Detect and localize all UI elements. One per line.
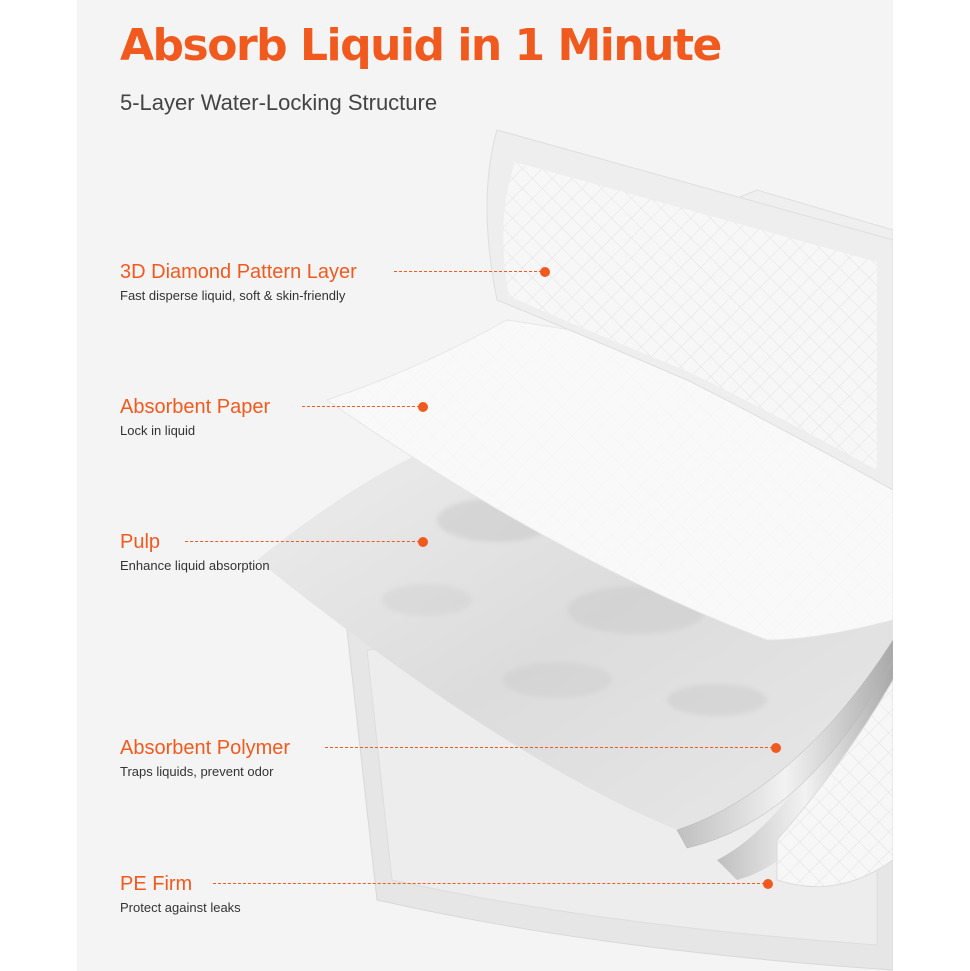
callout-absorbent-paper: Absorbent Paper Lock in liquid [120, 395, 270, 439]
page-subtitle: 5-Layer Water-Locking Structure [120, 90, 438, 115]
layer-description: Protect against leaks [120, 900, 241, 915]
marker-dot [540, 267, 550, 277]
layer-name: Absorbent Paper [120, 396, 271, 418]
layer-description: Fast disperse liquid, soft & skin-friend… [120, 288, 346, 303]
layer-name: Absorbent Polymer [120, 737, 291, 759]
layer-description: Enhance liquid absorption [120, 558, 270, 573]
leader-line [325, 747, 773, 748]
page-title: Absorb Liquid in 1 Minute [120, 20, 722, 71]
callout-pulp: Pulp Enhance liquid absorption [120, 530, 270, 574]
marker-dot [418, 537, 428, 547]
product-infographic: Absorb Liquid in 1 Minute 5-Layer Water-… [77, 0, 893, 971]
callout-diamond-layer: 3D Diamond Pattern Layer Fast disperse l… [120, 260, 357, 304]
marker-dot [418, 402, 428, 412]
layer-name: Pulp [120, 531, 161, 553]
layer-description: Traps liquids, prevent odor [120, 764, 274, 779]
leader-line [213, 883, 765, 884]
polymer-layer [676, 639, 893, 849]
leader-line [302, 406, 420, 407]
marker-dot [763, 879, 773, 889]
callout-absorbent-polymer: Absorbent Polymer Traps liquids, prevent… [120, 736, 290, 780]
layer-name: PE Firm [120, 873, 193, 895]
marker-dot [771, 743, 781, 753]
layer-description: Lock in liquid [120, 423, 196, 438]
callout-pe-film: PE Firm Protect against leaks [120, 872, 241, 916]
leader-line [394, 271, 542, 272]
pad-layers-illustration [257, 129, 893, 971]
layer-name: 3D Diamond Pattern Layer [120, 261, 357, 283]
leader-line [185, 541, 420, 542]
